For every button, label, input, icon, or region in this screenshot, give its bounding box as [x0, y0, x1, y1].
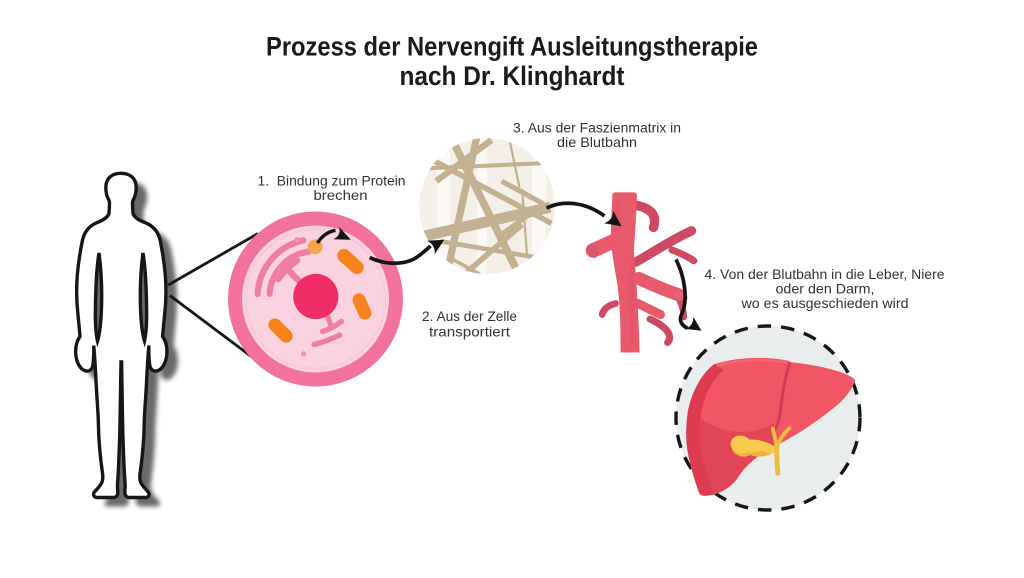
svg-text:Prozess der Nervengift Ausleit: Prozess der Nervengift Ausleitungstherap…	[266, 32, 758, 62]
svg-text:oder den Darm,: oder den Darm,	[776, 281, 875, 297]
svg-text:nach Dr. Klinghardt: nach Dr. Klinghardt	[400, 61, 625, 91]
svg-text:2. Aus der Zelle: 2. Aus der Zelle	[422, 308, 517, 324]
svg-text:wo es ausgeschieden wird: wo es ausgeschieden wird	[740, 295, 908, 311]
svg-text:transportiert: transportiert	[429, 324, 510, 340]
svg-text:3. Aus der Faszienmatrix in: 3. Aus der Faszienmatrix in	[513, 119, 681, 135]
svg-text:1. Bindung zum Protein: 1. Bindung zum Protein	[258, 173, 406, 189]
svg-text:die Blutbahn: die Blutbahn	[557, 134, 637, 150]
svg-text:4. Von der Blutbahn in die Leb: 4. Von der Blutbahn in die Leber, Niere	[705, 266, 945, 282]
svg-text:brechen: brechen	[314, 187, 368, 203]
